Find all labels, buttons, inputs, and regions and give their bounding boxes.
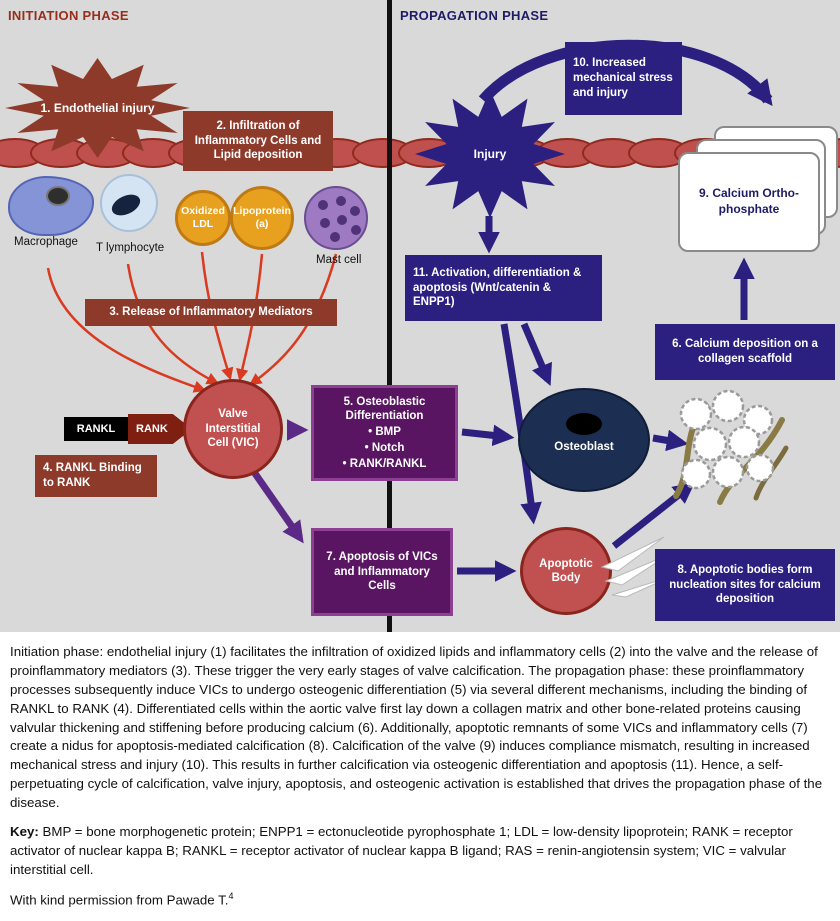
initiation-phase-title: INITIATION PHASE (8, 8, 129, 23)
t-lymphocyte-nucleus (108, 190, 144, 220)
rankl-label: RANKL (76, 423, 116, 435)
lipoprotein-a-label: Lipoprotein (a) (233, 205, 291, 230)
macrophage-cell (8, 176, 94, 236)
apoptotic-body-cell: Apoptotic Body (520, 527, 612, 615)
caption-key: Key: BMP = bone morphogenetic protein; E… (10, 823, 830, 880)
propagation-phase-title: PROPAGATION PHASE (400, 8, 549, 23)
mast-cell-granule (336, 196, 346, 206)
t-lymphocyte-cell (100, 174, 158, 232)
calcium-nodules (679, 389, 775, 490)
osteoblast-nucleus (566, 413, 602, 435)
key-label: Key: (10, 823, 39, 839)
step2-label: 2. Infiltration of Inflammatory Cells an… (194, 119, 322, 162)
calcium-nodule-cluster (673, 389, 789, 505)
step11-box: 11. Activation, differentiation & apopto… (405, 255, 602, 321)
caption-body: Initiation phase: endothelial injury (1)… (10, 644, 823, 810)
step10-box: 10. Increased mechanical stress and inju… (565, 42, 682, 115)
caption-credit: With kind permission from Pawade T.4 (10, 890, 830, 910)
mast-cell-granule (351, 225, 361, 235)
mast-cell-granule (320, 218, 330, 228)
arrow-step11-to-apoptotic (500, 323, 542, 525)
mast-cell-label: Mast cell (316, 254, 362, 266)
oxidized-ldl-label: Oxidized LDL (181, 205, 225, 230)
mast-cell-granule (330, 232, 340, 242)
step11-label: 11. Activation, differentiation & apopto… (413, 266, 582, 309)
arrow-osteoblast-to-calcium (652, 429, 689, 452)
arrow-step11-to-osteoblast (520, 322, 552, 386)
arrow-step5-to-osteoblast (461, 424, 515, 447)
step4-box: 4. RANKL Binding to RANK (35, 455, 157, 497)
step10-label: 10. Increased mechanical stress and inju… (573, 57, 673, 99)
macrophage-label: Macrophage (14, 236, 78, 248)
osteoblast-label: Osteoblast (554, 441, 614, 453)
apoptotic-body-label: Apoptotic Body (539, 557, 593, 584)
step6-box: 6. Calcium deposition on a collagen scaf… (655, 324, 835, 380)
step7-box: 7. Apoptosis of VICs and Inflammatory Ce… (311, 528, 453, 616)
lipoprotein-a-cell: Lipoprotein (a) (230, 186, 294, 250)
step4-label: 4. RANKL Binding to RANK (43, 462, 142, 489)
step2-box: 2. Infiltration of Inflammatory Cells an… (183, 111, 333, 171)
arrow-vic-to-step7 (251, 469, 304, 544)
step5-box: 5. Osteoblastic Differentiation • BMP • … (311, 385, 458, 481)
step7-label: 7. Apoptosis of VICs and Inflammatory Ce… (326, 550, 438, 593)
t-lymphocyte-label: T lymphocyte (96, 242, 165, 254)
phase-divider (387, 0, 392, 632)
figure-caption: Initiation phase: endothelial injury (1)… (0, 632, 840, 921)
osteoblast-cell: Osteoblast (518, 388, 650, 492)
step8-label: 8. Apoptotic bodies form nucleation site… (669, 563, 821, 606)
step8-box: 8. Apoptotic bodies form nucleation site… (655, 549, 835, 621)
rank-label: RANK (136, 423, 168, 435)
vic-cell: Valve Interstitial Cell (VIC) (183, 379, 283, 479)
mast-cell-granule (337, 215, 347, 225)
injury-label: Injury (473, 147, 507, 161)
key-text: BMP = bone morphogenetic protein; ENPP1 … (10, 823, 793, 877)
credit-superscript: 4 (228, 890, 234, 901)
inflammatory-mediator-arrows (46, 251, 338, 393)
step9-card: 9. Calcium Ortho-phosphate (678, 152, 820, 252)
step5-bullet-bmp: • BMP (368, 426, 401, 439)
oxidized-ldl-cell: Oxidized LDL (175, 190, 231, 246)
credit-text: With kind permission from Pawade T. (10, 891, 229, 907)
diagram: INITIATION PHASE PROPAGATION PHASE 1. En… (0, 0, 840, 632)
macrophage-nucleus (46, 186, 70, 206)
step9-label: 9. Calcium Ortho-phosphate (698, 186, 799, 216)
rankl-tag: RANKL (64, 417, 128, 441)
step3-label: 3. Release of Inflammatory Mediators (109, 306, 313, 319)
endothelial-injury-label: 1. Endothelial injury (40, 101, 155, 115)
step5-title: 5. Osteoblastic Differentiation (343, 395, 426, 423)
step6-label: 6. Calcium deposition on a collagen scaf… (672, 338, 818, 365)
mast-cell-granule (350, 206, 360, 216)
mast-cell-granule (318, 200, 328, 210)
vic-label: Valve Interstitial Cell (VIC) (205, 408, 261, 450)
step5-bullet-notch: • Notch (364, 441, 405, 454)
step3-box: 3. Release of Inflammatory Mediators (85, 299, 337, 326)
mast-cell (304, 186, 368, 250)
step5-bullet-rank-rankl: • RANK/RANKL (342, 457, 427, 470)
